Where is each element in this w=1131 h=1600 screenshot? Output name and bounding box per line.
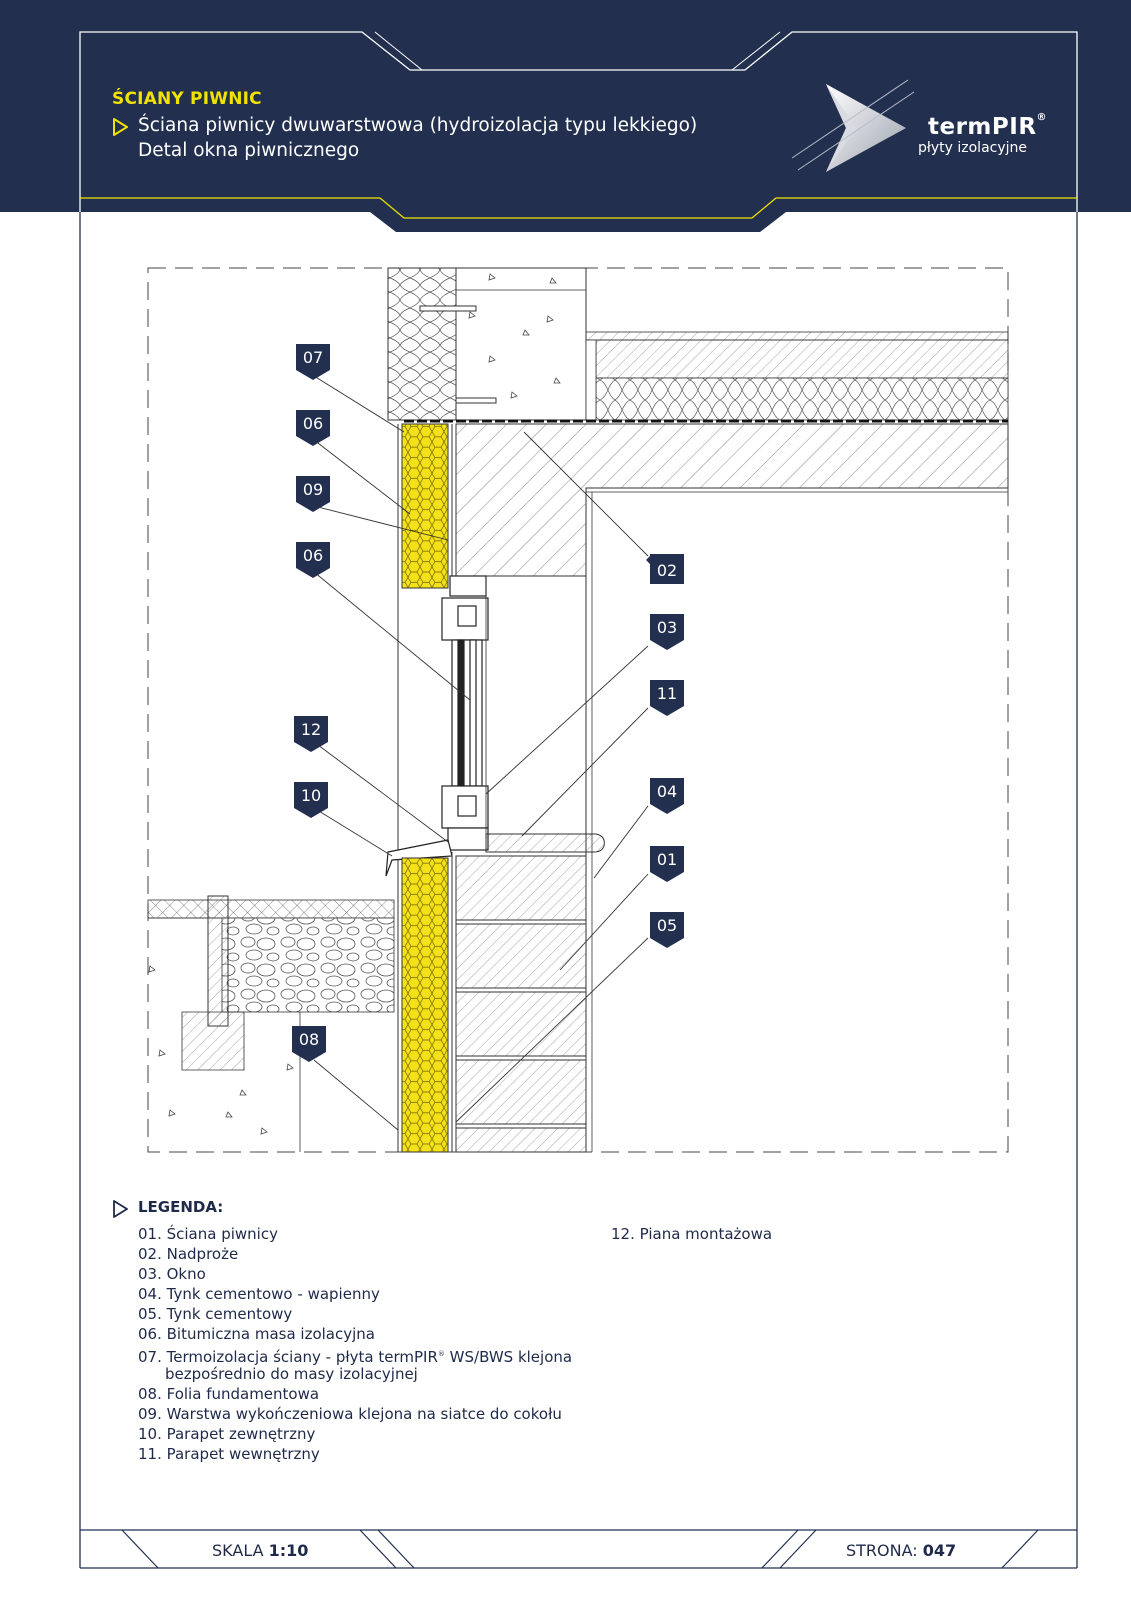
legend-item-08: 08. Folia fundamentowa [138, 1385, 320, 1403]
legend-item-12: 12. Piana montażowa [611, 1225, 773, 1243]
legend-triangle-icon [113, 1200, 128, 1218]
marker-10: 10 [294, 782, 328, 818]
legend-item-01: 01. Ściana piwnicy [138, 1225, 278, 1243]
page-subtitle: Detal okna piwnicznego [138, 140, 360, 161]
legend-item-04: 04. Tynk cementowo - wapienny [138, 1285, 380, 1303]
svg-text:08: 08 [299, 1030, 319, 1049]
svg-text:05: 05 [657, 916, 677, 935]
legend-item-05: 05. Tynk cementowy [138, 1305, 293, 1323]
brand-subtitle: płyty izolacyjne [918, 140, 1028, 156]
svg-text:06: 06 [303, 546, 323, 565]
svg-text:01: 01 [657, 850, 677, 869]
termpir-logo-icon [791, 79, 915, 172]
marker-06-b: 06 [296, 542, 330, 578]
marker-05: 05 [650, 912, 684, 948]
page-number: STRONA: 047 [846, 1541, 957, 1560]
marker-07: 07 [296, 344, 330, 380]
svg-text:04: 04 [657, 782, 677, 801]
legend-item-02: 02. Nadproże [138, 1245, 239, 1263]
legend-item-10: 10. Parapet zewnętrzny [138, 1425, 316, 1443]
header-frame-decoration [79, 31, 1078, 232]
marker-09: 09 [296, 476, 330, 512]
marker-12: 12 [294, 716, 328, 752]
header-background [0, 0, 1131, 212]
marker-08: 08 [292, 1026, 326, 1062]
svg-text:12: 12 [301, 720, 321, 739]
marker-04: 04 [650, 778, 684, 814]
svg-text:03: 03 [657, 618, 677, 637]
legend-item-09: 09. Warstwa wykończeniowa klejona na sia… [138, 1405, 562, 1423]
marker-02: 02 [646, 554, 684, 584]
page-title: Ściana piwnicy dwuwarstwowa (hydroizolac… [138, 115, 698, 136]
legend-item-06: 06. Bitumiczna masa izolacyjna [138, 1325, 375, 1343]
svg-text:09: 09 [303, 480, 323, 499]
svg-text:02: 02 [657, 561, 677, 580]
legend-title: LEGENDA: [138, 1198, 224, 1216]
svg-text:10: 10 [301, 786, 321, 805]
marker-01: 01 [650, 846, 684, 882]
brand-name: termPIR® [928, 112, 1048, 140]
legend-item-11: 11. Parapet wewnętrzny [138, 1445, 320, 1463]
svg-text:06: 06 [303, 414, 323, 433]
bullet-triangle-icon [113, 118, 128, 136]
svg-text:07: 07 [303, 348, 323, 367]
scale-indicator: SKALA 1:10 [212, 1541, 309, 1560]
svg-text:11: 11 [657, 684, 677, 703]
marker-11: 11 [650, 680, 684, 716]
marker-03: 03 [650, 614, 684, 650]
legend-item-07: 07. Termoizolacja ściany - płyta termPIR… [138, 1348, 573, 1366]
category-title: ŚCIANY PIWNIC [112, 89, 262, 109]
legend-item-07-line2: bezpośrednio do masy izolacyjnej [165, 1365, 418, 1383]
marker-06: 06 [296, 410, 330, 446]
legend-item-03: 03. Okno [138, 1265, 206, 1283]
